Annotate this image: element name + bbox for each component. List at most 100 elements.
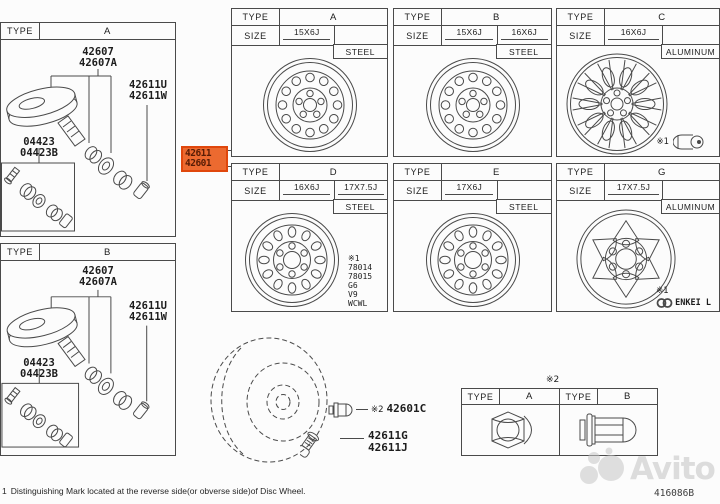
- steel-wheel-drawing: [425, 57, 520, 152]
- type-label: TYPE: [557, 9, 605, 25]
- watermark-text: Avito: [630, 451, 716, 487]
- type-value: G: [658, 166, 666, 178]
- enkei-note: ※1 ENKEI L: [656, 287, 711, 309]
- steel-wheel-drawing: [425, 212, 520, 307]
- brand-mark: ENKEI L: [675, 297, 711, 308]
- size-value: [666, 182, 715, 183]
- highlighted-part-number: 42611 42601: [181, 146, 228, 172]
- sensor-panel-b: TYPE B 42607 42607A 42611U: [0, 243, 176, 456]
- size-value: 17X6J: [445, 182, 494, 195]
- note-line: 78015: [348, 272, 373, 281]
- wheel-cell-type-c: TYPE C SIZE 16X6J ALUMINUM ※1: [556, 8, 720, 157]
- wheel-lock-note: ※1: [656, 131, 705, 153]
- type-label: TYPE: [462, 389, 500, 404]
- type-label: TYPE: [560, 389, 598, 404]
- applicability-note: ※1 78014 78015 G6 V9 WCWL: [348, 254, 372, 308]
- panel-a-header: TYPE A: [1, 23, 175, 40]
- flanged-nut-drawing: [579, 413, 636, 447]
- part-number: 42607: [82, 46, 114, 58]
- part-number: 42611U: [129, 79, 167, 91]
- nut-type-b-cell: TYPE B: [559, 389, 657, 455]
- leader-line: [227, 150, 233, 151]
- type-value: B: [104, 246, 111, 258]
- avito-watermark: Avito: [578, 447, 716, 491]
- size-value: 16X6J: [608, 27, 659, 40]
- size-label: SIZE: [232, 25, 280, 45]
- type-label: TYPE: [394, 164, 442, 180]
- aluminum-wheel-drawing: [576, 208, 676, 309]
- part-number: 42607: [82, 265, 114, 277]
- footnote-prefix: 1: [2, 486, 7, 496]
- size-value: 17X7.5J: [337, 182, 384, 195]
- steel-wheel-drawing: [245, 212, 339, 307]
- type-label: TYPE: [557, 164, 605, 180]
- wheel-lock-icon: [673, 134, 704, 150]
- type-value: B: [624, 391, 631, 402]
- hub-nut-label: ※2 42601C: [371, 403, 426, 415]
- size-label: SIZE: [232, 180, 280, 200]
- size-value: [501, 182, 548, 183]
- size-label: SIZE: [557, 180, 605, 200]
- tpms-sensor-drawing: [1, 289, 150, 448]
- enkei-logo: [656, 298, 673, 308]
- part-number: 04423B: [20, 147, 58, 159]
- type-label: TYPE: [232, 164, 280, 180]
- size-value: [666, 27, 715, 28]
- footnote: 1 Distinguishing Mark located at the rev…: [2, 486, 306, 496]
- size-value: 17X7.5J: [608, 182, 659, 195]
- size-value: 16X6J: [283, 182, 331, 195]
- wheel-nut-table: TYPE A TYPE B: [461, 388, 658, 456]
- size-value: [338, 27, 384, 28]
- type-value: A: [330, 11, 337, 23]
- part-number: 42611W: [129, 90, 167, 102]
- reference-mark: ※1: [348, 254, 360, 263]
- size-label: SIZE: [557, 25, 605, 45]
- avito-logo-icon: [580, 447, 624, 484]
- part-number: 42601C: [386, 402, 427, 415]
- part-number: 42611U: [129, 300, 167, 312]
- diagram-number: 416086B: [654, 488, 695, 499]
- material-tag: STEEL: [495, 44, 552, 59]
- leader-line: [356, 409, 368, 410]
- wheel-cell-type-b: TYPE B SIZE 15X6J 16X6J STEEL: [393, 8, 552, 157]
- type-value: A: [104, 25, 111, 37]
- material-tag: STEEL: [332, 44, 388, 59]
- part-number: 42607A: [79, 57, 117, 69]
- reference-mark: ※2: [546, 375, 560, 385]
- type-label: TYPE: [1, 23, 40, 39]
- size-value: 15X6J: [283, 27, 331, 40]
- part-number: 42611G: [368, 429, 408, 442]
- part-number-highlight: 42601: [185, 158, 212, 169]
- wheel-cell-type-e: TYPE E SIZE 17X6J STEEL: [393, 163, 552, 312]
- valve-stem-drawing: [300, 431, 320, 458]
- size-value: 15X6J: [445, 27, 494, 40]
- tpms-sensor-drawing: [1, 69, 150, 232]
- panel-b-header: TYPE B: [1, 244, 175, 261]
- size-value: 16X6J: [500, 27, 548, 40]
- part-number: 04423B: [20, 368, 58, 380]
- tire-side-view-drawing: [210, 337, 328, 463]
- reference-mark: ※2: [371, 405, 384, 415]
- type-label: TYPE: [394, 9, 442, 25]
- reference-mark: ※1: [656, 286, 669, 296]
- note-line: V9: [348, 290, 358, 299]
- sensor-panel-a: TYPE A 42607 42607A 42611U: [0, 22, 176, 237]
- type-value: A: [526, 391, 533, 402]
- part-number: 04423: [23, 136, 55, 148]
- steel-wheel-drawing: [262, 57, 357, 152]
- size-label: SIZE: [394, 180, 442, 200]
- wheel-cell-type-d: TYPE D SIZE 16X6J 17X7.5J STEEL ※1 78014…: [231, 163, 388, 312]
- note-line: 78014: [348, 263, 373, 272]
- footnote-text: Distinguishing Mark located at the rever…: [10, 486, 306, 496]
- part-number: 42607A: [79, 276, 117, 288]
- material-tag: STEEL: [332, 199, 388, 214]
- acorn-nut-drawing: [491, 411, 532, 449]
- leader-line: [340, 438, 364, 439]
- type-label: TYPE: [1, 244, 40, 260]
- part-number: 42611J: [368, 441, 408, 454]
- type-value: E: [493, 166, 500, 178]
- type-value: B: [493, 11, 500, 23]
- material-tag: STEEL: [495, 199, 552, 214]
- part-number: 42611W: [129, 311, 167, 323]
